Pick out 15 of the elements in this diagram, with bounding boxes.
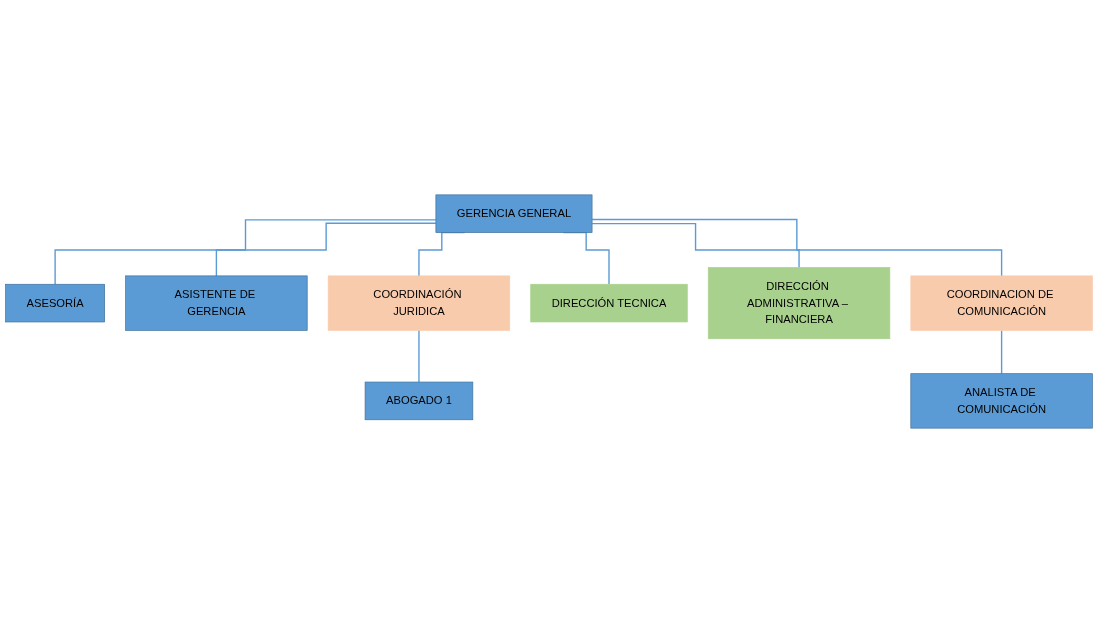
connector (215, 222, 437, 277)
node-box: COORDINACION DE COMUNICACIÓN (910, 275, 1093, 331)
connector (418, 329, 420, 383)
node-box: DIRECCIÓN ADMINISTRATIVA – FINANCIERA (707, 267, 891, 340)
connector (591, 218, 1003, 277)
node-box: GERENCIA GENERAL (435, 194, 593, 233)
connector (54, 219, 437, 285)
connector (591, 222, 800, 269)
node-box: ABOGADO 1 (364, 381, 474, 421)
node-box: COORDINACIÓN JURIDICA (327, 275, 511, 331)
node-box: ASESORÍA (5, 283, 105, 323)
node-box: ASISTENTE DE GERENCIA (125, 275, 308, 331)
node-box: ANALISTA DE COMUNICACIÓN (910, 373, 1093, 429)
connector (1000, 329, 1003, 375)
node-box: DIRECCIÓN TECNICA (530, 283, 688, 323)
